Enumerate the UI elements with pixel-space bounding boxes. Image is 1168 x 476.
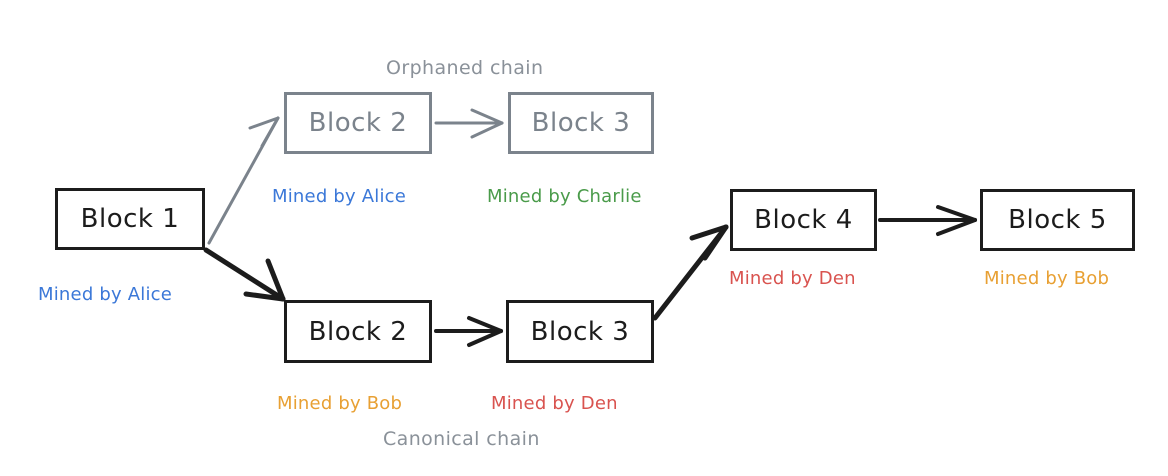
block-label: Block 4	[754, 205, 853, 235]
block-label: Block 5	[1008, 205, 1107, 235]
arrow-block1-to-orphan-block2	[207, 116, 280, 245]
miner-label-canonical-block-3: Mined by Den	[491, 393, 618, 414]
miner-label-canonical-block-2: Mined by Bob	[277, 393, 403, 414]
miner-label-canonical-block-5: Mined by Bob	[984, 268, 1110, 289]
canonical-chain-label: Canonical chain	[383, 428, 540, 450]
block-node-orphan-block-3[interactable]: Block 3	[508, 92, 654, 154]
arrow-canonical-block2-to-block3	[434, 316, 503, 347]
arrow-orphan-block2-to-orphan-block3	[434, 108, 504, 139]
miner-label-orphan-block-3: Mined by Charlie	[487, 186, 642, 207]
block-node-orphan-block-2[interactable]: Block 2	[284, 92, 432, 154]
block-label: Block 3	[530, 316, 630, 347]
miner-label-canonical-block-4: Mined by Den	[729, 268, 856, 289]
orphaned-chain-label: Orphaned chain	[386, 57, 544, 79]
miner-label-orphan-block-2: Mined by Alice	[272, 186, 407, 207]
block-label: Block 2	[308, 316, 408, 347]
arrow-canonical-block4-to-block5	[878, 205, 977, 236]
block-node-canonical-block-5[interactable]: Block 5	[980, 189, 1135, 251]
block-node-block-1[interactable]: Block 1	[55, 188, 205, 250]
block-node-canonical-block-2[interactable]: Block 2	[284, 300, 432, 363]
block-node-canonical-block-4[interactable]: Block 4	[730, 189, 877, 251]
miner-label-block-1: Mined by Alice	[38, 284, 173, 305]
arrow-block1-to-canonical-block2	[203, 247, 286, 302]
block-node-canonical-block-3[interactable]: Block 3	[506, 300, 654, 363]
block-label: Block 2	[308, 108, 408, 138]
arrow-canonical-block3-to-block4	[652, 224, 729, 321]
block-label: Block 3	[531, 108, 631, 138]
block-label: Block 1	[80, 204, 180, 234]
